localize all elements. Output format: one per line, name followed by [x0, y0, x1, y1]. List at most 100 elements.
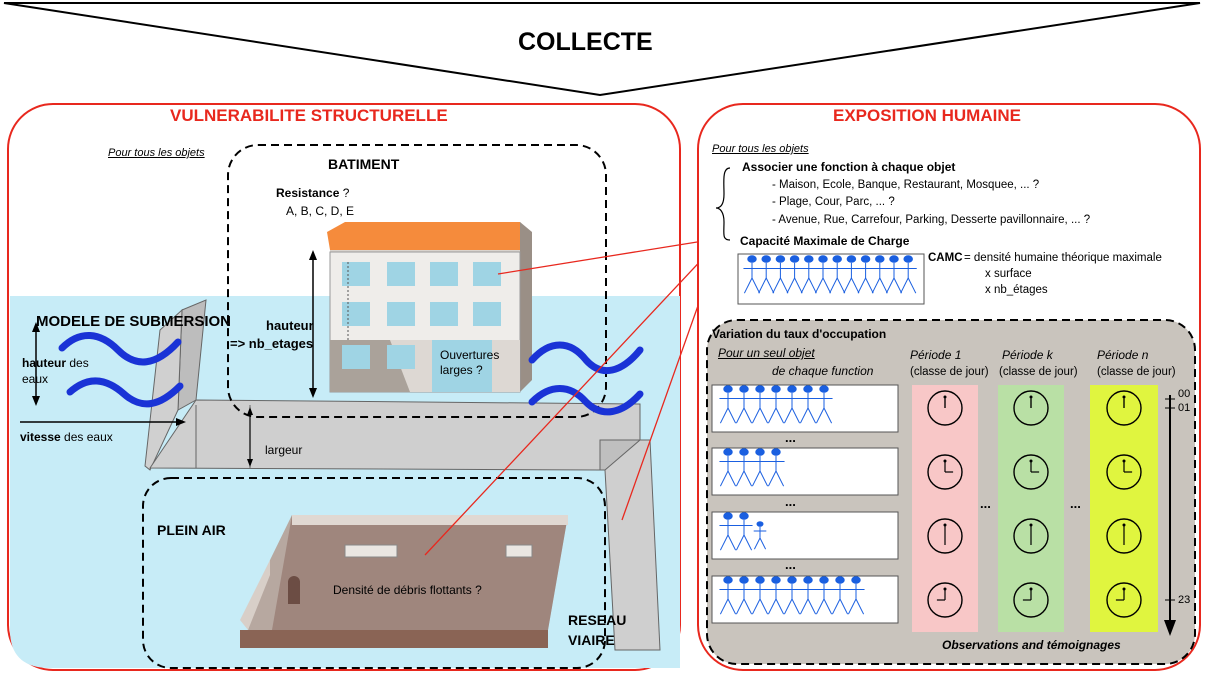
submersion-title: MODELE DE SUBMERSION [36, 313, 232, 330]
person-icon [751, 576, 769, 615]
chaque-fonction-label: de chaque function [772, 364, 874, 378]
seul-objet-label: Pour un seul objet [718, 346, 815, 360]
person-icon [753, 521, 767, 550]
person-icon [831, 576, 849, 615]
row-ellipsis: ... [785, 494, 796, 509]
plaza [240, 515, 568, 648]
hauteur-label: hauteur [266, 318, 314, 333]
road-horizontal [149, 399, 641, 471]
periode-k-classe: (classe de jour) [999, 366, 1078, 378]
clock-icon [927, 582, 963, 618]
person-icon [767, 448, 785, 487]
object-row [711, 447, 899, 496]
function-item: - Maison, Ecole, Banque, Restaurant, Mos… [772, 179, 1040, 191]
function-item: - Avenue, Rue, Carrefour, Parking, Desse… [772, 214, 1091, 226]
periode-n-name: Période n [1097, 348, 1149, 362]
clock-icon [927, 390, 963, 426]
row-ellipsis: ... [785, 430, 796, 445]
page-title: COLLECTE [518, 28, 653, 56]
left-pour-tous: Pour tous les objets [108, 147, 205, 159]
largeur-label: largeur [265, 443, 303, 457]
clock-layer [927, 390, 1142, 618]
wave-icons [58, 332, 644, 416]
left-section-title: VULNERABILITE STRUCTURELLE [170, 106, 448, 125]
person-icon [828, 255, 846, 294]
clock-icon [1106, 454, 1142, 490]
periode-1-classe: (classe de jour) [910, 366, 989, 378]
person-icon [783, 576, 801, 615]
object-row [711, 384, 899, 433]
vitesse-label: vitesse des eaux [20, 430, 113, 444]
person-icon [735, 385, 753, 424]
person-icon [842, 255, 860, 294]
clock-icon [1013, 518, 1049, 554]
hour-01: 01 [1178, 402, 1191, 414]
resistance-label: Resistance ? [276, 186, 350, 200]
clock-icon [1106, 518, 1142, 554]
plein-air-box [142, 477, 606, 669]
plein-air-title: PLEIN AIR [157, 522, 226, 538]
right-section-title: EXPOSITION HUMAINE [833, 106, 1021, 125]
person-icon [735, 448, 753, 487]
row-ellipsis: ... [785, 557, 796, 572]
nb-etages-label: => nb_etages [230, 336, 314, 351]
eaux-label: eaux [22, 372, 49, 386]
camc-formula-line: = densité humaine théorique maximale [964, 252, 1162, 264]
associer-label: Associer une fonction à chaque objet [742, 160, 956, 174]
function-item: - Plage, Cour, Parc, ... ? [772, 196, 895, 208]
person-icon [857, 255, 875, 294]
person-icon [799, 576, 817, 615]
person-icon [751, 385, 769, 424]
object-row [711, 575, 899, 624]
clock-icon [1013, 390, 1049, 426]
person-icon [847, 576, 865, 615]
person-icon [815, 385, 833, 424]
object-row [711, 511, 899, 560]
observations-label: Observations and témoignages [942, 638, 1121, 652]
clock-icon [1106, 390, 1142, 426]
person-icon [719, 448, 737, 487]
batiment-box [227, 144, 607, 418]
hauteur-des-label: hauteur des [22, 356, 89, 370]
clock-icon [1013, 454, 1049, 490]
person-icon [767, 576, 785, 615]
clock-icon [927, 518, 963, 554]
camc-label: CAMC [928, 252, 963, 264]
person-icon [771, 255, 789, 294]
debris-label: Densité de débris flottants ? [333, 583, 482, 597]
person-icon [719, 385, 737, 424]
right-pour-tous: Pour tous les objets [712, 143, 809, 155]
resistance-classes: A, B, C, D, E [286, 204, 355, 218]
variation-title: Variation du taux d'occupation [712, 327, 887, 341]
person-icon [735, 512, 753, 551]
camc-formula-line: x nb_étages [985, 284, 1048, 296]
hour-23: 23 [1178, 594, 1191, 606]
periode-k-name: Période k [1002, 348, 1053, 362]
clock-icon [1013, 582, 1049, 618]
person-icon [783, 385, 801, 424]
batiment-title: BATIMENT [328, 156, 400, 172]
person-icon [719, 576, 737, 615]
periode-1-name: Période 1 [910, 348, 962, 362]
person-icon [719, 512, 737, 551]
brace [715, 167, 731, 241]
people-layer [719, 255, 917, 615]
building [327, 222, 532, 393]
roof [327, 222, 528, 250]
period-ellipsis: ... [980, 496, 991, 511]
person-icon [815, 576, 833, 615]
person-icon [767, 385, 785, 424]
clock-icon [1106, 582, 1142, 618]
capacite-label: Capacité Maximale de Charge [740, 234, 910, 248]
person-icon [735, 576, 753, 615]
road-vertical [604, 439, 661, 651]
person-icon [757, 255, 775, 294]
periode-n-classe: (classe de jour) [1097, 366, 1176, 378]
person-icon [814, 255, 832, 294]
hour-00: 00 [1178, 388, 1191, 400]
period-ellipsis: ... [1070, 496, 1081, 511]
clock-icon [927, 454, 963, 490]
